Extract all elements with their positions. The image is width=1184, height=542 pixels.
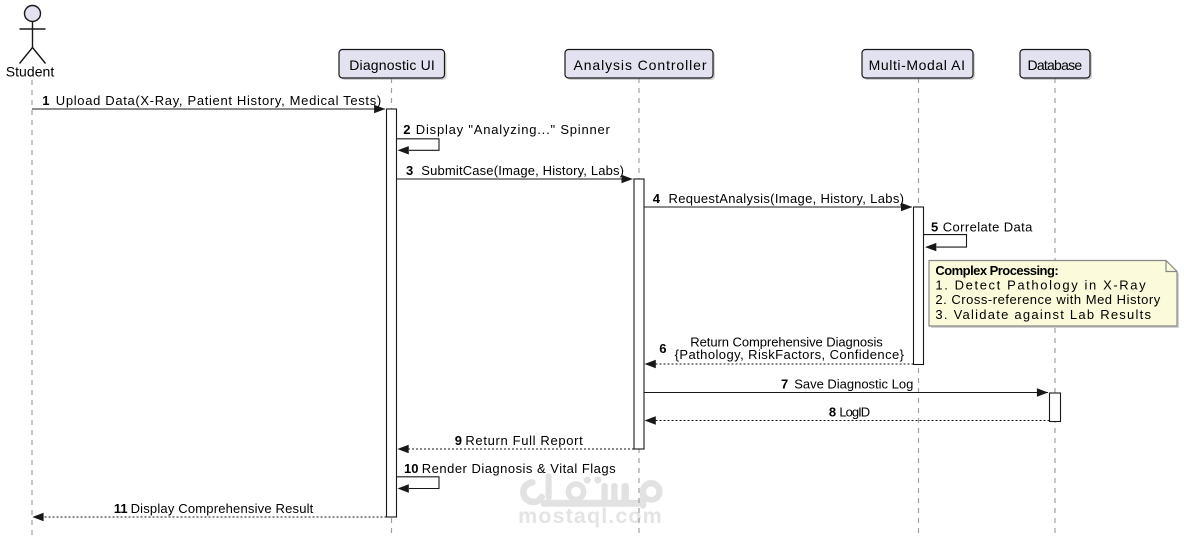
svg-text:4: 4	[653, 191, 661, 206]
svg-text:{Pathology, RiskFactors, Confi: {Pathology, RiskFactors, Confidence}	[675, 347, 905, 362]
svg-text:Student: Student	[6, 64, 55, 80]
svg-text:Analysis Controller: Analysis Controller	[573, 57, 706, 73]
svg-text:10: 10	[404, 461, 418, 476]
svg-text:Render Diagnosis & Vital Flags: Render Diagnosis & Vital Flags	[422, 461, 616, 476]
svg-text:3: 3	[406, 163, 413, 178]
svg-text:LogID: LogID	[839, 405, 870, 420]
svg-text:11: 11	[114, 501, 128, 516]
svg-text:6: 6	[659, 341, 666, 356]
svg-text:8: 8	[829, 405, 836, 420]
svg-text:5: 5	[931, 220, 938, 235]
svg-text:Upload Data(X-Ray, Patient His: Upload Data(X-Ray, Patient History, Medi…	[56, 93, 381, 108]
svg-text:Save Diagnostic Log: Save Diagnostic Log	[794, 377, 913, 392]
svg-text:9: 9	[455, 433, 462, 448]
svg-text:2: 2	[403, 122, 410, 137]
svg-text:SubmitCase(Image, History, Lab: SubmitCase(Image, History, Labs)	[421, 163, 624, 178]
svg-text:Diagnostic UI: Diagnostic UI	[349, 57, 435, 73]
svg-text:1. Detect Pathology in X-Ray: 1. Detect Pathology in X-Ray	[935, 278, 1146, 293]
svg-text:Display Comprehensive Result: Display Comprehensive Result	[131, 501, 314, 516]
svg-text:Correlate Data: Correlate Data	[943, 220, 1033, 235]
svg-text:Complex Processing:: Complex Processing:	[935, 263, 1058, 278]
svg-text:Return Full Report: Return Full Report	[465, 433, 583, 448]
svg-text:Return Comprehensive Diagnosis: Return Comprehensive Diagnosis	[690, 334, 883, 349]
svg-text:Display "Analyzing..." Spinner: Display "Analyzing..." Spinner	[416, 122, 611, 137]
svg-text:Multi-Modal AI: Multi-Modal AI	[869, 57, 965, 73]
svg-text:3. Validate against Lab Result: 3. Validate against Lab Results	[935, 307, 1151, 322]
svg-text:mostaql.com: mostaql.com	[518, 504, 663, 528]
svg-text:7: 7	[781, 377, 788, 392]
svg-text:RequestAnalysis(Image, History: RequestAnalysis(Image, History, Labs)	[669, 191, 905, 206]
svg-text:1: 1	[42, 93, 49, 108]
svg-text:2. Cross-reference with Med Hi: 2. Cross-reference with Med History	[935, 292, 1160, 307]
svg-text:Database: Database	[1027, 57, 1082, 73]
